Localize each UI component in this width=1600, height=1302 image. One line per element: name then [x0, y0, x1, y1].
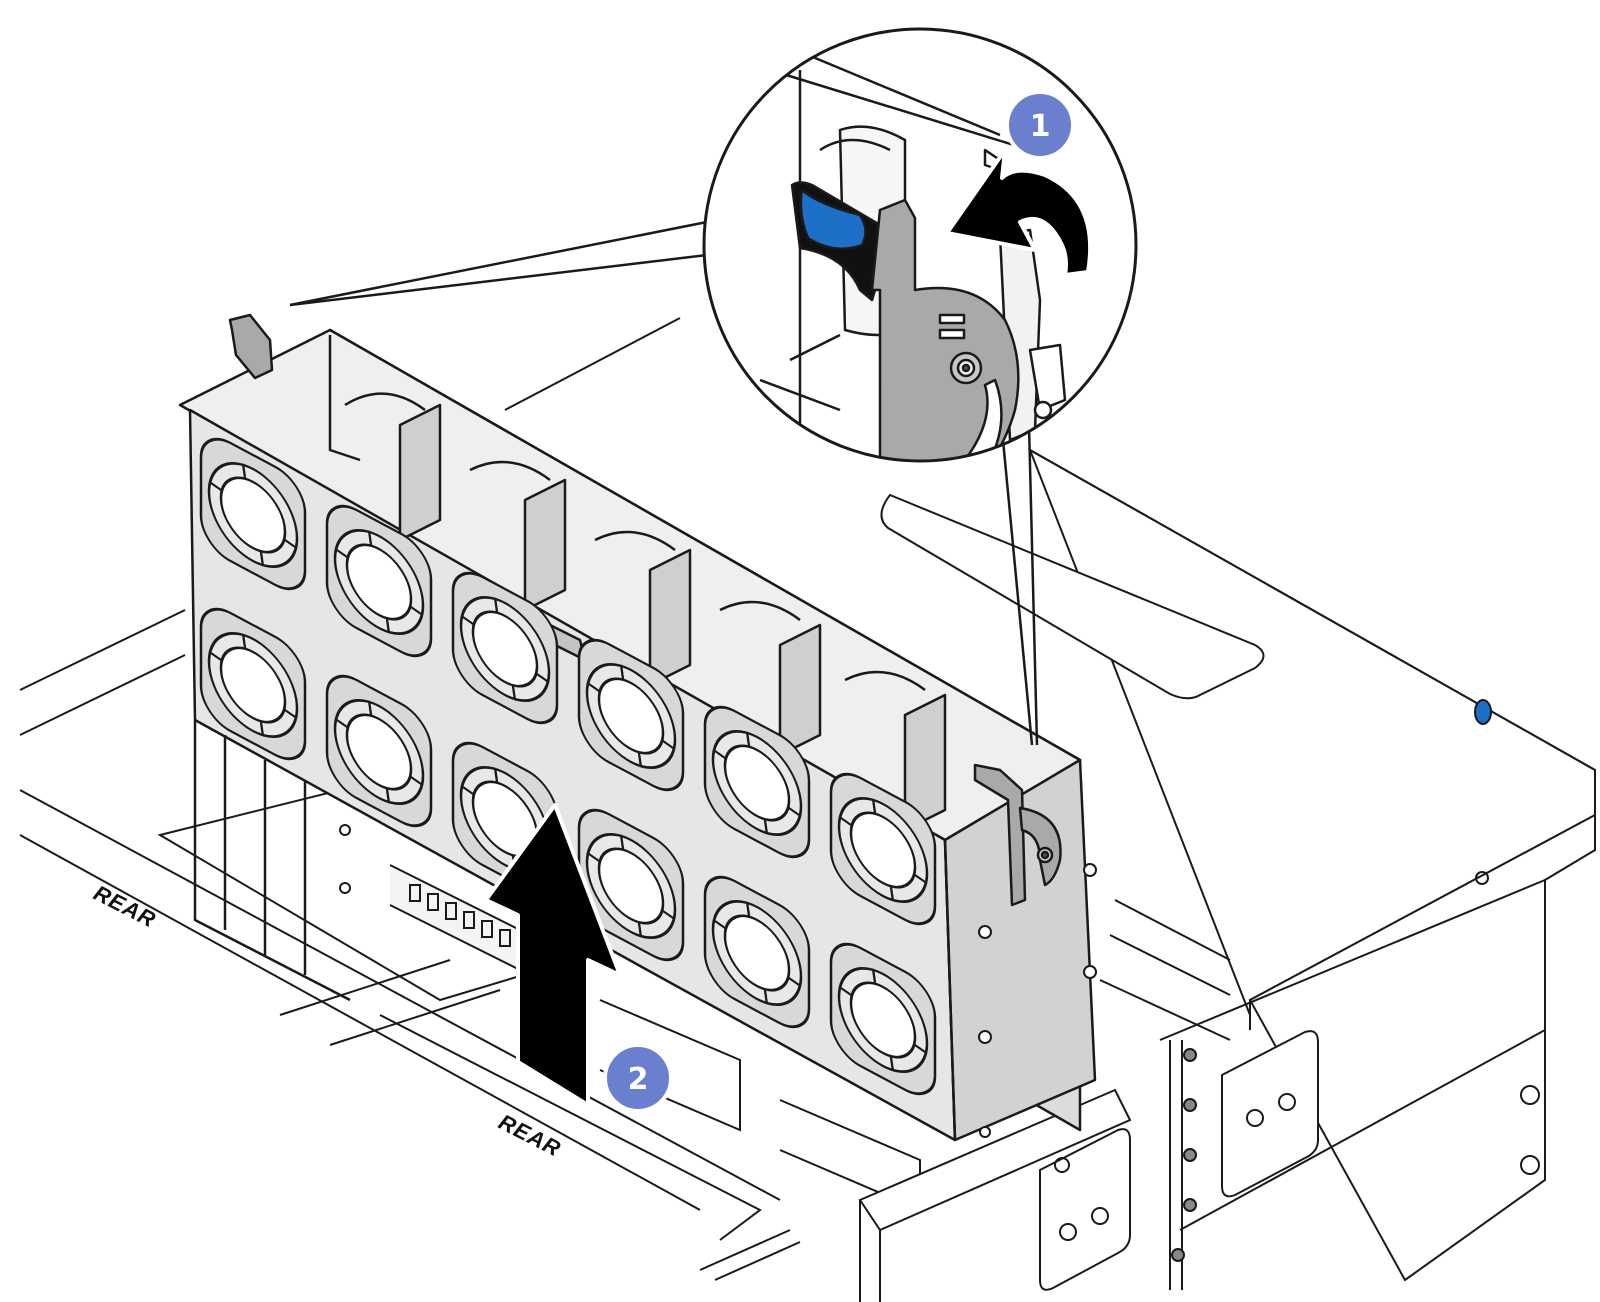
- callout-leader-lines: [289, 220, 1039, 746]
- fan-icon: [829, 772, 937, 926]
- fan-icon: [451, 571, 559, 725]
- step-2-number: 2: [628, 1062, 649, 1097]
- fan-icon: [703, 875, 811, 1029]
- rear-fan-row: [344, 392, 926, 692]
- side-screws: [339, 824, 1097, 1138]
- rear-label-upper: REAR: [90, 880, 160, 932]
- fan-array: [199, 437, 937, 1096]
- fan-icon: [325, 674, 433, 828]
- fan-icon: [703, 705, 811, 859]
- server-chassis: [19, 317, 1596, 1302]
- front-bezel-plate: [1039, 1030, 1319, 1291]
- step-1-number: 1: [1030, 109, 1051, 144]
- step-1-badge: 1: [1005, 90, 1075, 160]
- right-latch[interactable]: [973, 763, 1062, 907]
- fan-icon: [577, 808, 685, 962]
- fan-icon: [577, 638, 685, 792]
- rotate-arrow-icon: [945, 148, 1093, 277]
- fan-icon: [199, 607, 307, 761]
- fan-icon: [325, 504, 433, 658]
- up-arrow-icon: [484, 803, 622, 1107]
- fan-icon: [199, 437, 307, 591]
- left-latch[interactable]: [228, 313, 274, 380]
- step-2-badge: 2: [603, 1043, 673, 1113]
- fan-icon: [829, 942, 937, 1096]
